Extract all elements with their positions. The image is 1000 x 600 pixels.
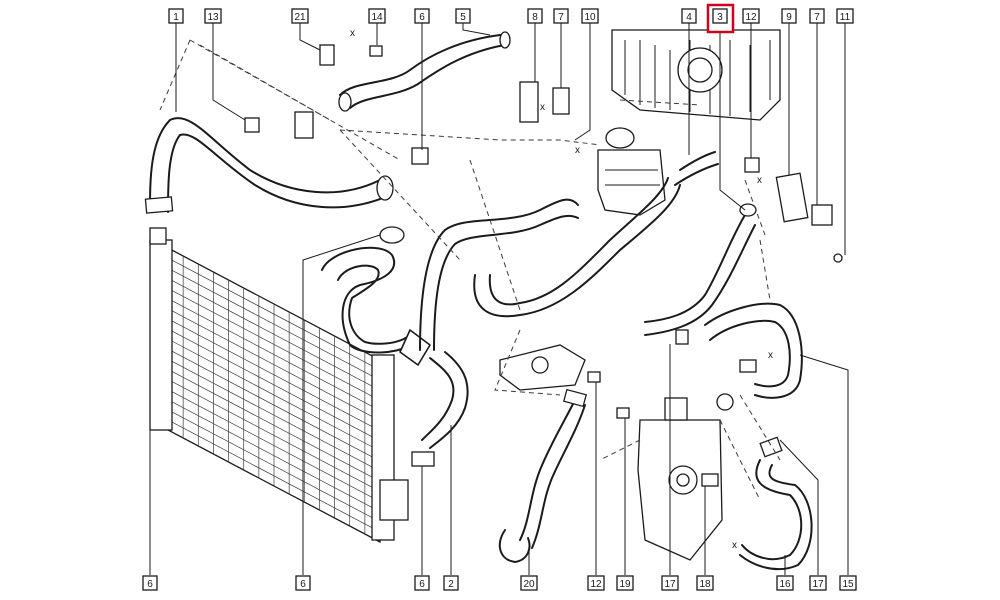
part-label-tag: 7	[809, 8, 825, 24]
part-label-tag: 6	[295, 575, 311, 591]
thermostat-housing	[637, 397, 723, 561]
x-mark: x	[575, 145, 580, 156]
part-label-tag: 10	[581, 8, 599, 24]
part-label-tag: 12	[742, 8, 760, 24]
svg-text:18: 18	[699, 579, 711, 590]
part-label-tag: 21	[291, 8, 309, 24]
svg-text:12: 12	[745, 12, 757, 23]
leader-lines	[149, 22, 849, 575]
svg-text:19: 19	[619, 579, 631, 590]
part-label-tag: 17	[809, 575, 827, 591]
svg-text:10: 10	[584, 12, 596, 23]
clips-and-brackets	[244, 44, 843, 487]
x-mark: x	[350, 28, 355, 39]
svg-text:8: 8	[532, 12, 538, 23]
part-label-tag: 20	[520, 575, 538, 591]
x-mark: x	[768, 350, 773, 361]
svg-text:1: 1	[173, 12, 179, 23]
svg-text:17: 17	[812, 579, 824, 590]
upper-radiator-hose	[144, 117, 394, 214]
svg-text:9: 9	[786, 12, 792, 23]
svg-text:15: 15	[842, 579, 854, 590]
part-label-tag: 19	[616, 575, 634, 591]
svg-text:12: 12	[590, 579, 602, 590]
svg-text:6: 6	[419, 12, 425, 23]
x-mark: x	[757, 175, 762, 186]
engine-to-tank-hose	[644, 151, 757, 336]
svg-text:7: 7	[558, 12, 564, 23]
part-label-tag: 9	[781, 8, 797, 24]
svg-text:14: 14	[371, 12, 383, 23]
svg-text:4: 4	[686, 12, 692, 23]
part-label-tag: 8	[527, 8, 543, 24]
part-label-tag: 13	[204, 8, 222, 24]
x-mark: x	[540, 102, 545, 113]
part-label-tag: 18	[696, 575, 714, 591]
part-label-tag: 2	[443, 575, 459, 591]
long-bypass-hose	[419, 198, 579, 351]
svg-text:20: 20	[523, 579, 535, 590]
bottom-hose	[411, 351, 469, 467]
part-label-tag: 11	[836, 8, 854, 24]
svg-text:6: 6	[419, 579, 425, 590]
part-label-tag: 16	[776, 575, 794, 591]
part-label-tag: 7	[553, 8, 569, 24]
part-label-tag: 12	[587, 575, 605, 591]
expansion-tank	[597, 127, 666, 216]
svg-text:7: 7	[814, 12, 820, 23]
screw-marks: x x x x x x	[350, 28, 773, 551]
part-label-tag: 15	[839, 575, 857, 591]
radiator-inlet-hose	[321, 226, 431, 366]
dashed-guides	[159, 39, 781, 501]
svg-text:6: 6	[300, 579, 306, 590]
svg-text:17: 17	[664, 579, 676, 590]
part-label-tag: 5	[455, 8, 471, 24]
svg-text:16: 16	[779, 579, 791, 590]
x-mark: x	[732, 540, 737, 551]
radiator	[149, 227, 409, 544]
svg-text:5: 5	[460, 12, 466, 23]
part-label-tag: 6	[414, 8, 430, 24]
bottom-part-labels: 6 6 6 2 20 12 19 17 18 16 17 15	[142, 575, 857, 591]
highlighted-part-label: 3	[706, 3, 735, 34]
part-label-tag: 14	[368, 8, 386, 24]
svg-text:3: 3	[717, 12, 723, 23]
svg-text:21: 21	[294, 12, 306, 23]
part-label-tag: 4	[681, 8, 697, 24]
svg-text:13: 13	[207, 12, 219, 23]
water-outlet	[499, 344, 586, 391]
part-label-tag: 6	[142, 575, 158, 591]
heater-return-hose	[473, 177, 681, 318]
lower-coolant-hose-20	[498, 388, 588, 563]
lower-heater-hose-16	[739, 436, 813, 571]
svg-text:6: 6	[147, 579, 153, 590]
part-label-tag: 6	[414, 575, 430, 591]
top-heater-hose	[338, 31, 511, 112]
engine-block	[611, 29, 781, 121]
svg-text:11: 11	[840, 12, 851, 23]
top-part-labels: 1 13 21 14 6 5 8 7 10 4 3 12 9 7 11	[168, 3, 854, 34]
part-label-tag: 17	[661, 575, 679, 591]
svg-text:2: 2	[448, 579, 454, 590]
part-label-tag: 1	[168, 8, 184, 24]
heater-loop-hose	[704, 302, 803, 399]
